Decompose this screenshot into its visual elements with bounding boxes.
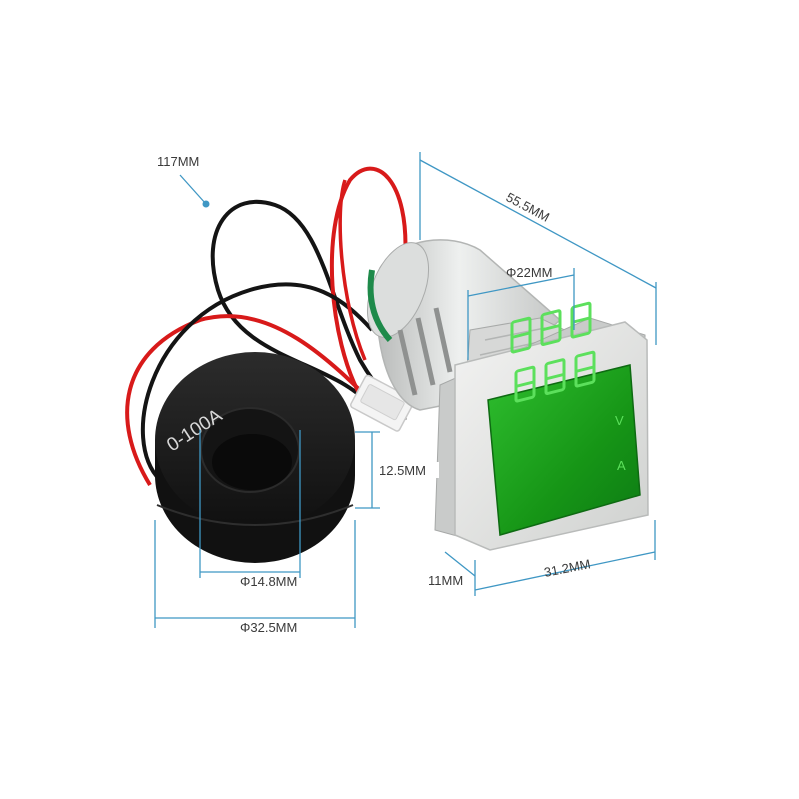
meter-body: V A <box>366 239 649 551</box>
red-wire-3 <box>338 179 367 361</box>
label-bezel-depth: 11MM <box>428 573 463 588</box>
label-wire-length: 117MM <box>157 154 199 169</box>
red-wire <box>125 314 382 487</box>
current-transformer-ring: 0-100A <box>155 352 355 563</box>
wires <box>125 166 408 487</box>
label-meter-length: 55.5MM <box>504 189 553 224</box>
label-bezel-width: 31.2MM <box>543 556 592 580</box>
label-ring-inner-diameter: Φ14.8MM <box>240 574 297 589</box>
label-ring-outer-diameter: Φ32.5MM <box>240 620 297 635</box>
unit-volts: V <box>615 413 624 428</box>
display-screen <box>487 364 641 536</box>
label-barrel-diameter: Φ22MM <box>506 265 553 280</box>
black-wire <box>210 199 407 422</box>
wire-connector <box>350 374 415 432</box>
voltage-digits <box>510 301 592 354</box>
black-wire-2 <box>140 282 374 482</box>
rear-cap <box>366 242 430 338</box>
label-ring-thickness: 12.5MM <box>379 463 426 478</box>
current-digits <box>514 350 596 403</box>
unit-amps: A <box>617 458 626 473</box>
dimension-lines <box>154 152 657 628</box>
